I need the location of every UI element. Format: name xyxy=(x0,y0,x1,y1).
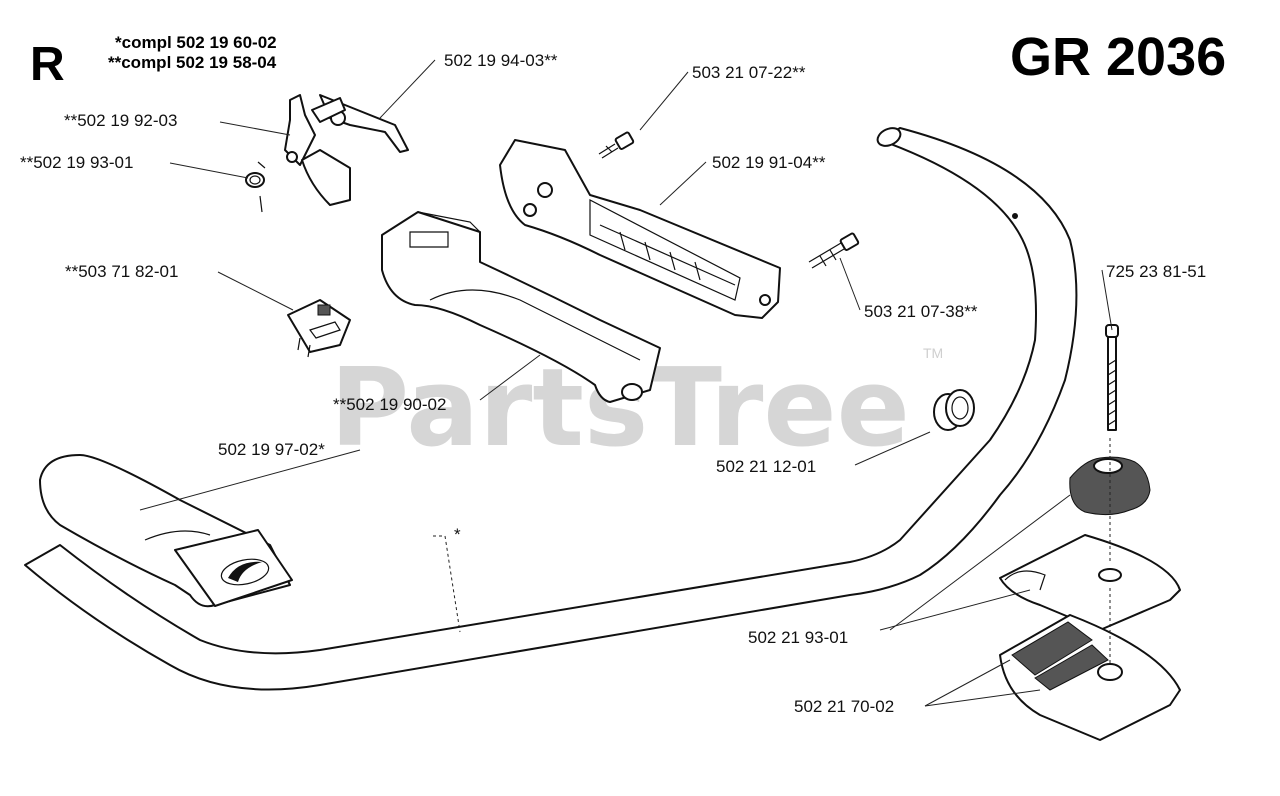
callout-503-21-07-22: 503 21 07-22** xyxy=(692,63,806,82)
clamp xyxy=(933,389,975,431)
throttle-trigger xyxy=(284,94,351,206)
left-grip xyxy=(39,454,293,608)
callout-502-19-94-03: 502 19 94-03** xyxy=(444,51,558,70)
screw-lower xyxy=(808,232,860,269)
callout-502-19-92-03: **502 19 92-03 xyxy=(64,111,177,130)
callout-502-21-12-01: 502 21 12-01 xyxy=(716,457,816,476)
note-compl-2: **compl 502 19 58-04 xyxy=(108,53,277,72)
handle-bar-tube xyxy=(24,127,1078,691)
callout-502-19-91-04: 502 19 91-04** xyxy=(712,153,826,172)
clamp-block-upper xyxy=(999,534,1181,631)
callout-502-19-93-01: **502 19 93-01 xyxy=(20,153,133,172)
callout-502-21-93-01: 502 21 93-01 xyxy=(748,628,848,647)
bolt xyxy=(1105,324,1119,431)
screw-upper xyxy=(598,131,635,159)
section-letter: R xyxy=(30,38,65,91)
knob xyxy=(1069,456,1151,516)
callout-502-19-90-02: **502 19 90-02 xyxy=(333,395,446,414)
stop-switch xyxy=(287,299,351,358)
callout-502-19-97-02: 502 19 97-02* xyxy=(218,440,325,459)
callout-503-71-82-01: **503 71 82-01 xyxy=(65,262,178,281)
callout-502-21-70-02: 502 21 70-02 xyxy=(794,697,894,716)
spring xyxy=(245,161,266,213)
note-compl-1: *compl 502 19 60-02 xyxy=(115,33,277,52)
handle-shell-right xyxy=(499,139,781,319)
leader-lines xyxy=(139,59,1113,707)
callout-asterisk: * xyxy=(454,525,461,544)
callout-503-21-07-38: 503 21 07-38** xyxy=(864,302,978,321)
handle-shell-left xyxy=(381,211,661,403)
clamp-block-lower xyxy=(999,614,1181,741)
watermark-tm: TM xyxy=(923,345,943,361)
callout-725-23-81-51: 725 23 81-51 xyxy=(1106,262,1206,281)
throttle-lever xyxy=(311,94,409,153)
model-title: GR 2036 xyxy=(1010,27,1226,87)
